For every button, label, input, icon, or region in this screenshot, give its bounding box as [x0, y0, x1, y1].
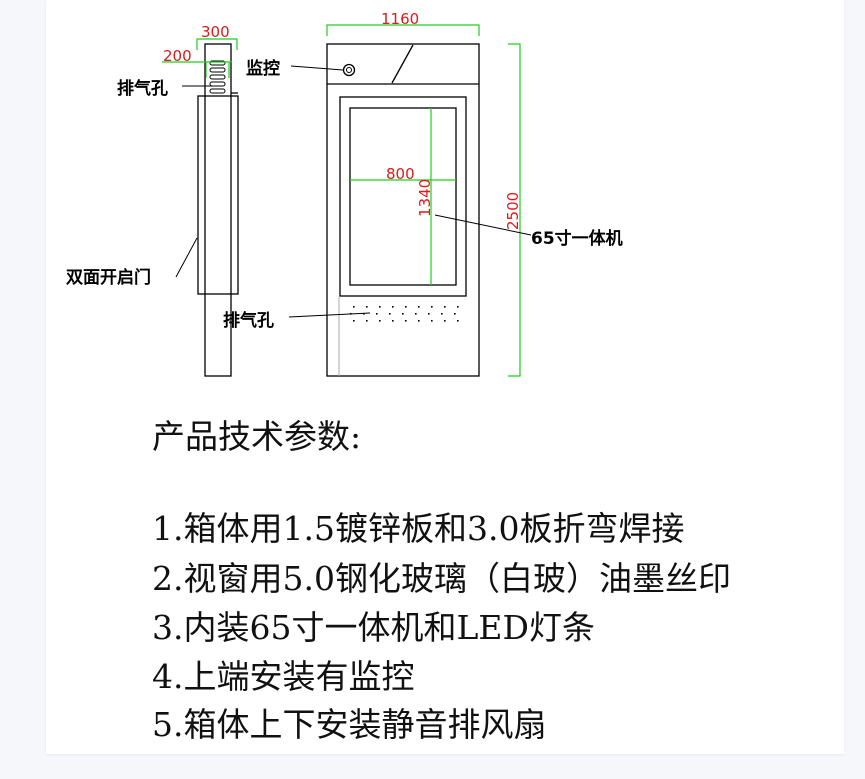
vent-dot — [353, 306, 355, 308]
screen — [349, 107, 457, 286]
vent-dot — [366, 320, 368, 322]
label-front-vent: 排气孔 — [223, 310, 274, 331]
vent-dot — [376, 313, 378, 315]
vent-dot — [405, 306, 407, 308]
vent-dot — [402, 313, 404, 315]
front-view — [326, 43, 480, 377]
cad-drawing: 300 200 排气孔 双面开启门 1160 800 1340 2500 监控 … — [66, 10, 623, 377]
side-view — [197, 43, 239, 377]
dim-front-height: 2500 — [504, 192, 522, 230]
front-view-body — [326, 43, 480, 377]
leader-door — [175, 237, 198, 278]
vent-dot — [418, 306, 420, 308]
front-vent-dots — [350, 306, 459, 322]
vent-dot — [405, 320, 407, 322]
spec-item-3: 3.内装65寸一体机和LED灯条 — [152, 608, 595, 647]
vent-dot — [418, 320, 420, 322]
vent-dot — [431, 320, 433, 322]
spec-item-5: 5.箱体上下安装静音排风扇 — [152, 705, 547, 744]
vent-dot — [454, 313, 456, 315]
vent-dot — [366, 306, 368, 308]
dim-line-1160 — [326, 24, 480, 36]
dim-screen-height: 1340 — [416, 179, 434, 217]
content-card — [46, 0, 844, 754]
leader-camera — [290, 65, 344, 71]
vent-dot — [379, 320, 381, 322]
front-dimensions — [326, 24, 521, 377]
side-vent-slots — [209, 60, 226, 94]
label-side-vent: 排气孔 — [117, 78, 168, 99]
label-double-door: 双面开启门 — [66, 267, 151, 288]
vent-dot — [389, 313, 391, 315]
dim-front-width: 1160 — [381, 10, 419, 28]
dim-line-300 — [196, 38, 238, 50]
vent-dot — [415, 313, 417, 315]
side-dimensions — [162, 38, 238, 78]
camera-lens — [346, 67, 352, 73]
leader-screen — [434, 214, 532, 236]
vent-dot — [392, 306, 394, 308]
spec-item-2: 2.视窗用5.0钢化玻璃（白玻）油墨丝印 — [152, 559, 731, 598]
spec-item-4: 4.上端安装有监控 — [152, 657, 415, 696]
vent-dot — [353, 320, 355, 322]
label-camera: 监控 — [246, 58, 280, 79]
vent-dot — [428, 313, 430, 315]
label-65-inch-display: 65寸一体机 — [531, 228, 623, 249]
dim-side-depth: 200 — [163, 47, 192, 65]
side-view-door — [197, 95, 239, 295]
spec-item-1: 1.箱体用1.5镀锌板和3.0板折弯焊接 — [152, 509, 685, 548]
dim-line-2500 — [508, 43, 521, 377]
vent-dot — [392, 320, 394, 322]
vent-dot — [441, 313, 443, 315]
vent-dot — [457, 306, 459, 308]
vent-dot — [444, 320, 446, 322]
top-panel-diagonal — [391, 44, 414, 84]
dim-side-width: 300 — [201, 23, 230, 41]
side-view-body — [204, 43, 232, 377]
vent-dot — [457, 320, 459, 322]
specs-title: 产品技术参数: — [152, 417, 362, 456]
camera-icon — [342, 63, 356, 77]
window-frame — [339, 96, 467, 297]
vent-dot — [431, 306, 433, 308]
vent-dot — [379, 306, 381, 308]
dim-screen-width: 800 — [386, 165, 415, 183]
leader-front-vent — [288, 312, 371, 318]
vent-dot — [444, 306, 446, 308]
